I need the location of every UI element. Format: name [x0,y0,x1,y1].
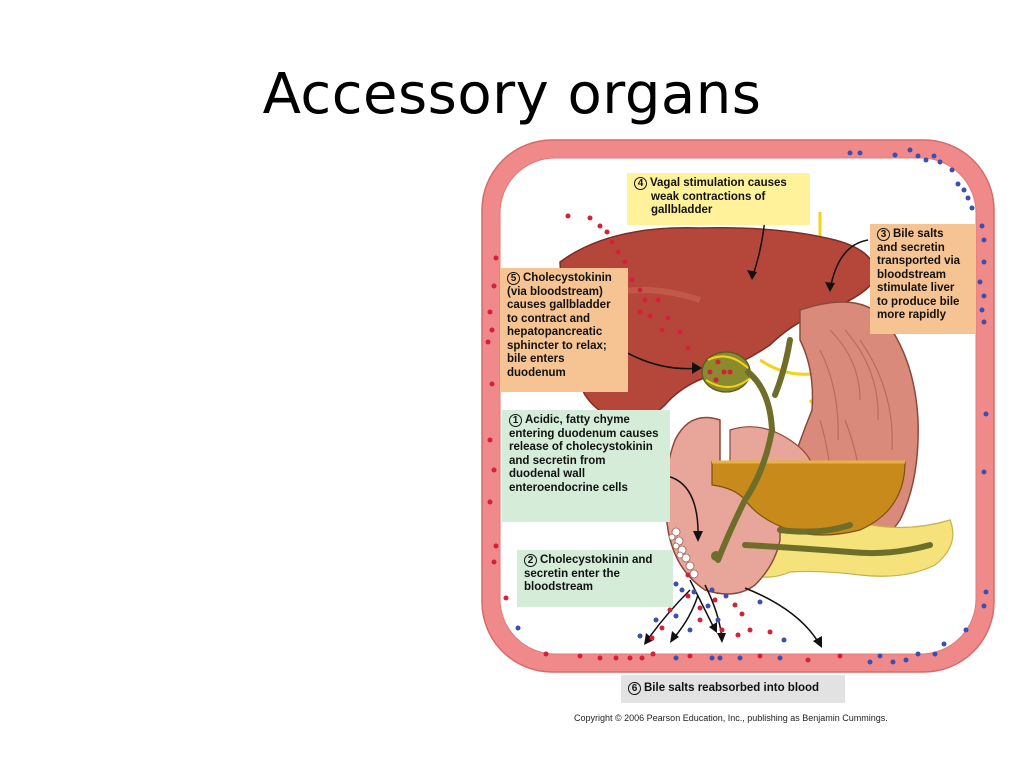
step-3-line-4: bloodstream [877,268,947,281]
slide-title: Accessory organs [262,62,762,127]
step-2-line-1: Cholecystokinin and [540,554,653,566]
step-3-line-5: stimulate liver [877,282,955,294]
hormone-dots [485,213,843,663]
step-4-line-2: weak contractions of [651,190,766,203]
step-5-line-8: duodenum [507,366,566,379]
step-5-line-2: (via bloodstream) [507,285,603,298]
step-number-1: 1 [509,414,522,427]
step-3-line-7: more rapidly [877,309,947,321]
step-number-2: 2 [524,554,537,567]
bile-duct [715,337,933,563]
step-4-line-3: gallbladder [651,204,713,216]
copyright-notice: Copyright © 2006 Pearson Education, Inc.… [574,713,888,723]
step-3-line-6: to produce bile [877,295,960,308]
step-number-3: 3 [877,228,890,241]
step-5-line-4: to contract and [507,312,591,325]
step-3-line-3: transported via [877,255,961,267]
step-6-line-1: Bile salts reabsorbed into blood [644,682,820,694]
step-3-line-1: Bile salts [893,228,944,240]
step-1-line-3: release of cholecystokinin [509,441,653,453]
step-1-line-6: enteroendocrine cells [509,481,628,494]
duodenal-wall-cells [668,527,699,579]
step-number-5: 5 [507,272,520,285]
step-5-line-6: sphincter to relax; [507,339,607,352]
step-1-line-4: and secretin from [509,454,606,467]
arrow-heads [644,270,835,648]
step-3-line-2: and secretin [877,241,945,254]
step-1-line-1: Acidic, fatty chyme [525,414,630,426]
step-2-line-3: bloodstream [524,581,594,593]
step-5-line-5: hepatopancreatic [507,326,603,338]
step-number-4: 4 [634,177,647,190]
step-number-6: 6 [628,682,641,695]
step-5-line-3: causes gallbladder [507,299,611,311]
step-2-line-2: secretin enter the [524,567,620,580]
step-5-line-1: Cholecystokinin [523,272,612,284]
step-5-line-7: bile enters [507,353,565,365]
step-1-line-5: duodenal wall [509,468,586,480]
step-1-line-2: entering duodenum causes [509,427,659,440]
step-4-line-1: Vagal stimulation causes [650,177,787,189]
